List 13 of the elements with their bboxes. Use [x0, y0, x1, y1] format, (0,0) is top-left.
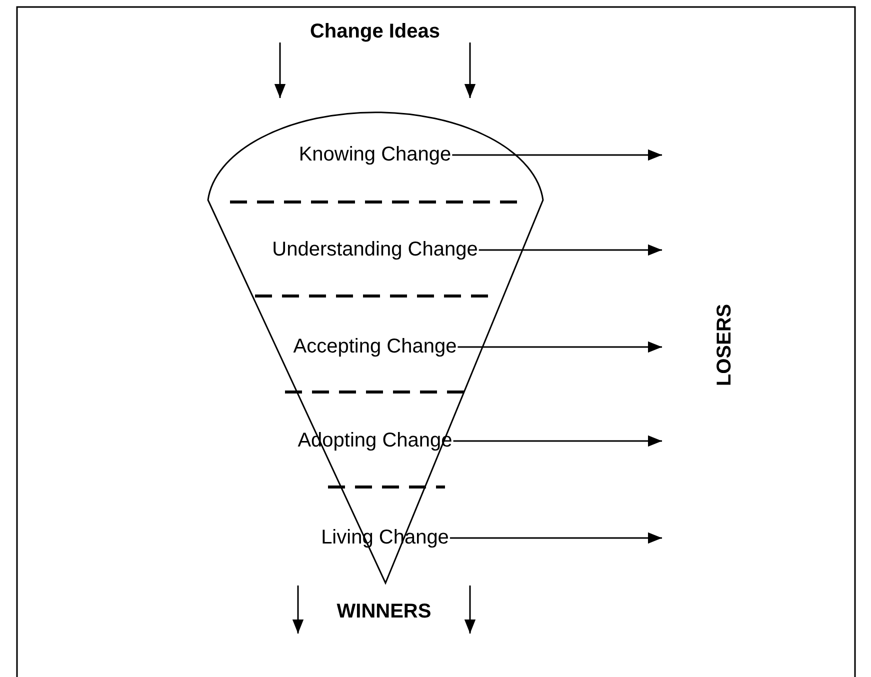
- arrow: [458, 341, 662, 353]
- heading-text: Change Ideas: [310, 20, 440, 44]
- side-label: LOSERS: [714, 304, 736, 386]
- arrow: [464, 42, 476, 98]
- arrow: [274, 42, 286, 98]
- stage-label: Knowing Change: [298, 144, 452, 166]
- stage-label: Understanding Change: [272, 238, 478, 262]
- stage-label: Accepting Change: [293, 336, 457, 358]
- arrow: [453, 435, 662, 447]
- arrow: [452, 149, 662, 161]
- arrow: [450, 532, 662, 544]
- arrow: [478, 244, 662, 256]
- heading-text: WINNERS: [284, 600, 484, 624]
